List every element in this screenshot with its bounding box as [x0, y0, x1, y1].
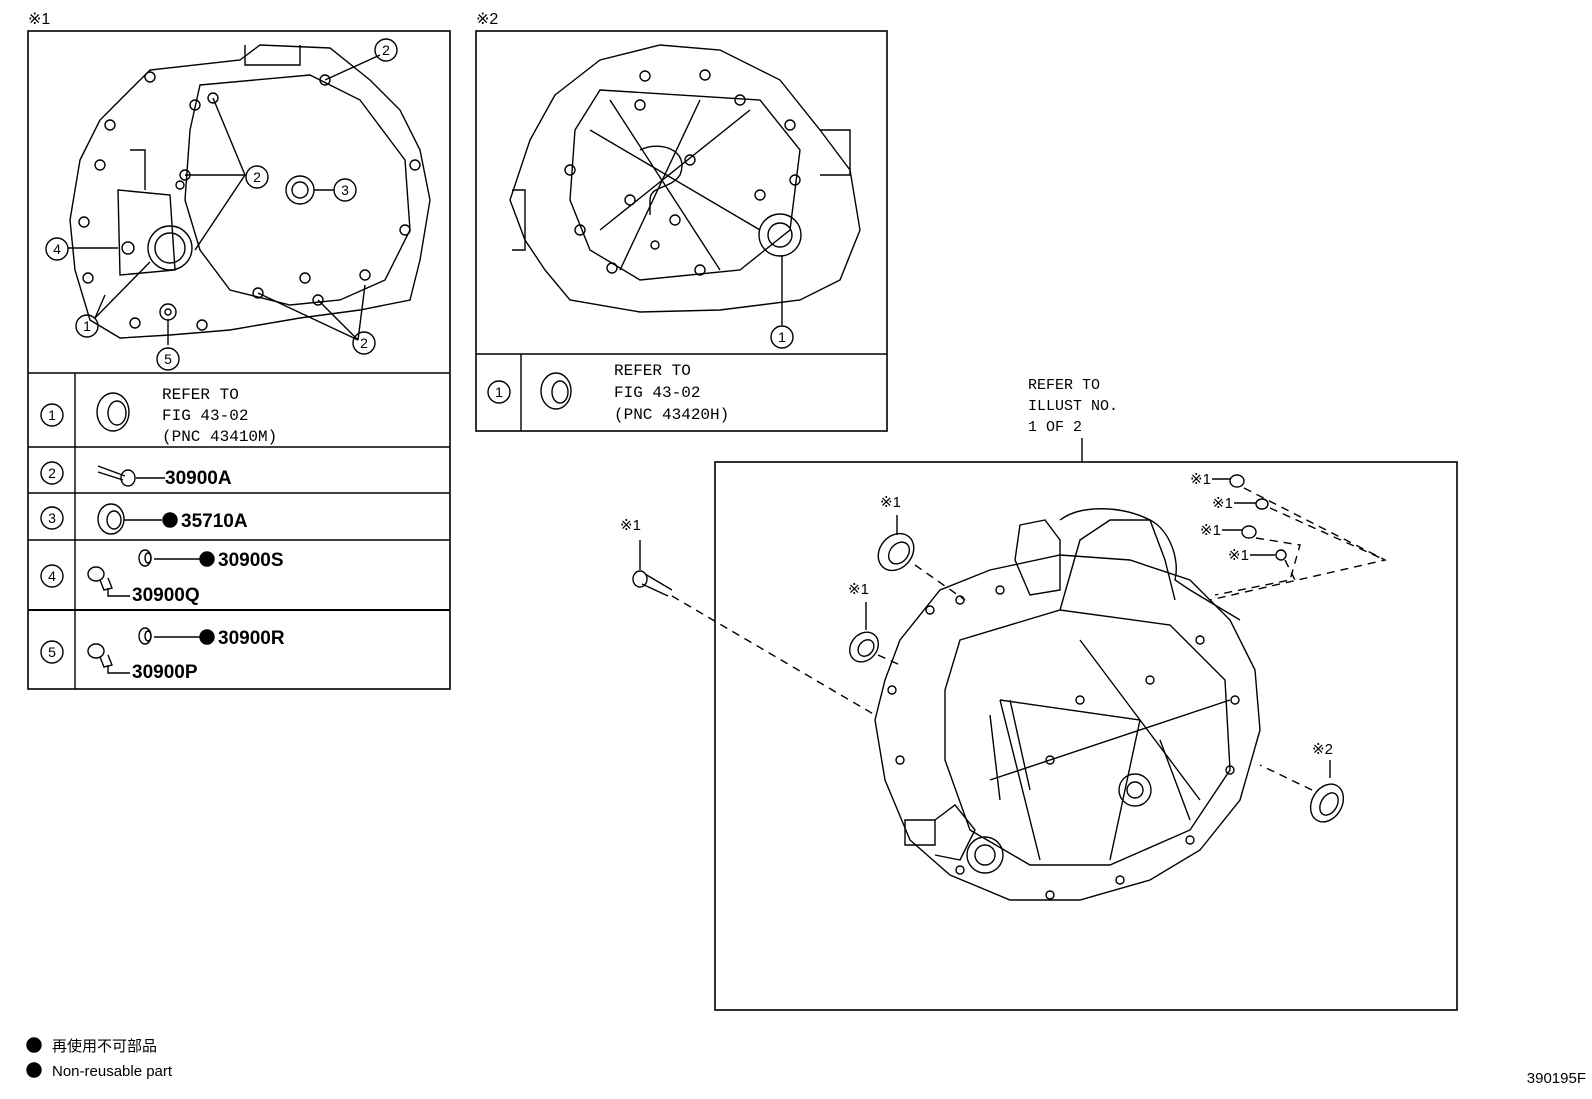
main-refer-line-2: ILLUST NO.: [1028, 398, 1118, 415]
panel-2-marker: ※2: [476, 11, 498, 28]
panel-1-row-5: 5 30900R 30900P: [40, 627, 285, 683]
oil-seal-right: ※2: [1259, 741, 1345, 823]
nut-4-marker: ※1: [1228, 547, 1249, 564]
oil-seal-icon: [97, 503, 125, 535]
gasket-icon: [138, 549, 152, 567]
plug-icon: [87, 643, 113, 668]
callout-2-bottom: 2: [360, 335, 368, 351]
part-code: 35710A: [181, 511, 248, 532]
panel-2-row-1: 1 REFER TO FIG 43-02 (PNC 43420H): [487, 362, 729, 424]
transaxle-case-front-view: [69, 44, 431, 339]
nut-3-marker: ※1: [1200, 522, 1221, 539]
figure-id: 390195F: [1527, 1070, 1586, 1087]
panel-1-row-3: 3 35710A: [40, 503, 248, 535]
seal-upper-marker: ※1: [880, 494, 901, 511]
bolt-icon: [97, 465, 136, 487]
oil-seal-icon: [96, 392, 130, 432]
nuts-group: ※1 ※1 ※1 ※1: [1190, 471, 1388, 601]
row-number: 4: [48, 568, 56, 584]
transaxle-case-rear-view: [509, 44, 861, 313]
non-reusable-dot: [199, 551, 215, 567]
part-code-plug: 30900P: [132, 662, 198, 683]
oil-seal-lower: ※1: [848, 581, 901, 666]
part-code-seal: 30900R: [218, 628, 285, 649]
part-code-seal: 30900S: [218, 550, 284, 571]
non-reusable-dot: [199, 629, 215, 645]
oil-seal-upper: ※1: [877, 494, 966, 601]
row-number: 2: [48, 465, 56, 481]
refer-line-3: (PNC 43420H): [614, 406, 729, 424]
nut-1-marker: ※1: [1190, 471, 1211, 488]
callout-1: 1: [778, 329, 786, 345]
row-number: 1: [495, 384, 503, 400]
refer-line-2: FIG 43-02: [614, 384, 700, 402]
part-code: 30900A: [165, 468, 232, 489]
callout-2-mid: 2: [253, 169, 261, 185]
panel-1-callouts: 2 2 3 4 1 2 5: [45, 38, 398, 371]
callout-1: 1: [83, 318, 91, 334]
panel-1-row-2: 2 30900A: [40, 461, 232, 489]
seal-lower-marker: ※1: [848, 581, 869, 598]
main-refer-line-3: 1 OF 2: [1028, 419, 1082, 436]
nut-2-marker: ※1: [1212, 495, 1233, 512]
row-number: 1: [48, 407, 56, 423]
panel-1-row-1: 1 REFER TO FIG 43-02 (PNC 43410M): [40, 386, 277, 446]
refer-line-3: (PNC 43410M): [162, 428, 277, 446]
legend-japanese: 再使用不可部品: [52, 1038, 157, 1055]
non-reusable-dot: [26, 1037, 42, 1053]
refer-line-1: REFER TO: [162, 386, 239, 404]
transaxle-assembly: [874, 508, 1261, 901]
callout-2-top: 2: [382, 42, 390, 58]
bolt-marker: ※1: [620, 517, 641, 534]
gasket-icon: [138, 627, 152, 645]
seal-right-marker: ※2: [1312, 741, 1333, 758]
main-assembly: REFER TO ILLUST NO. 1 OF 2 ※1: [620, 377, 1458, 1011]
row-number: 3: [48, 510, 56, 526]
refer-line-1: REFER TO: [614, 362, 691, 380]
part-code-plug: 30900Q: [132, 585, 200, 606]
main-refer-line-1: REFER TO: [1028, 377, 1100, 394]
plug-icon: [87, 566, 113, 591]
non-reusable-dot: [162, 512, 178, 528]
bolt-part: ※1: [620, 517, 876, 716]
non-reusable-dot: [26, 1062, 42, 1078]
legend: 再使用不可部品 Non-reusable part: [26, 1037, 173, 1080]
panel-1-row-4: 4 30900S 30900Q: [40, 549, 284, 606]
callout-3: 3: [341, 182, 349, 198]
oil-seal-icon: [540, 372, 572, 410]
refer-line-2: FIG 43-02: [162, 407, 248, 425]
panel-1: ※1: [27, 11, 451, 690]
panel-2: ※2 1 1 REFER TO FIG 43-02 (PNC 43420H): [475, 11, 888, 432]
panel-1-marker: ※1: [28, 11, 50, 28]
row-number: 5: [48, 644, 56, 660]
legend-english: Non-reusable part: [52, 1063, 173, 1080]
callout-4: 4: [53, 241, 61, 257]
callout-5: 5: [164, 351, 172, 367]
